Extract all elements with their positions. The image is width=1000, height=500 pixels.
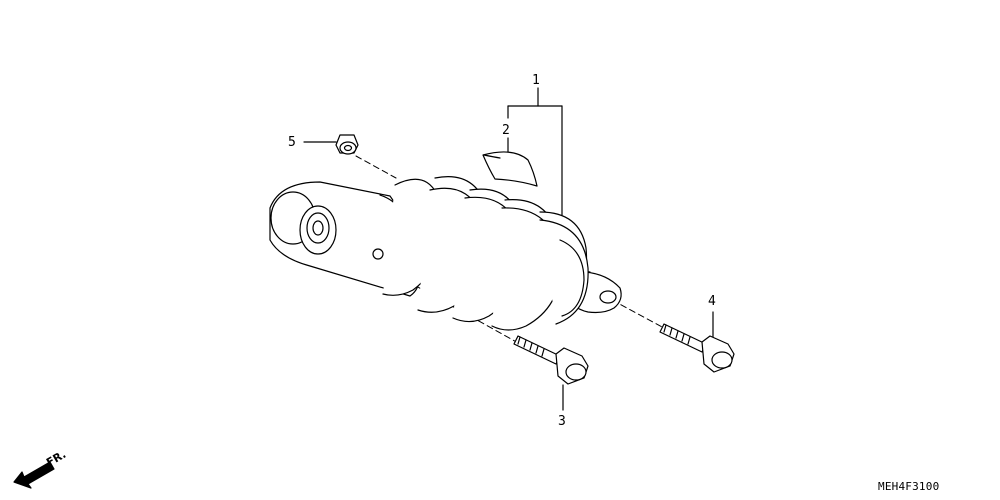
callout-3: 3	[558, 414, 566, 429]
callout-4: 4	[708, 294, 716, 309]
rear-shock-absorber-part	[269, 176, 622, 331]
bolt-part-3	[513, 335, 589, 385]
callout-1: 1	[532, 73, 540, 88]
callout-5: 5	[288, 135, 296, 150]
front-direction-arrow-icon	[13, 461, 55, 489]
callout-2: 2	[502, 123, 510, 138]
diagram-code: MEH4F3100	[878, 480, 940, 493]
bolt-part-4	[659, 323, 735, 373]
flange-nut-part	[335, 134, 359, 155]
caution-label-part	[482, 151, 538, 187]
